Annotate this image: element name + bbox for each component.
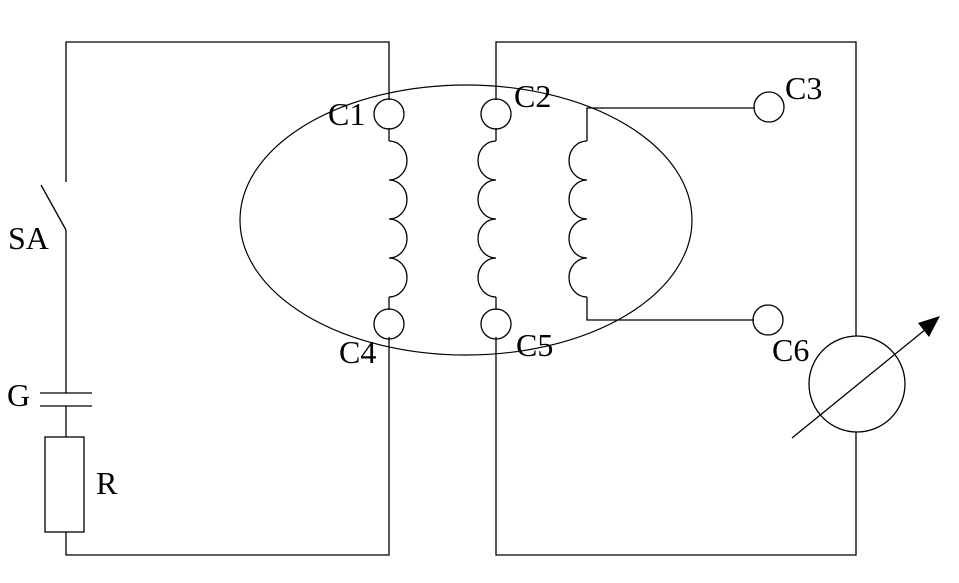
- right-loop-wire: [495, 337, 857, 556]
- label-c6: C6: [772, 332, 809, 368]
- label-g: G: [7, 377, 30, 413]
- label-c5: C5: [516, 327, 553, 363]
- meter-circle: [808, 335, 906, 433]
- left-circuit: [40, 41, 390, 556]
- label-c2: C2: [514, 78, 551, 114]
- terminal-c6: [752, 304, 784, 336]
- switch-sa: [40, 184, 67, 231]
- terminal-c5: [480, 308, 512, 340]
- coil-3: [568, 107, 755, 321]
- coil-2: [477, 128, 497, 310]
- coil-1: [388, 128, 408, 310]
- resistor-r: [44, 436, 85, 533]
- label-c4: C4: [339, 334, 376, 370]
- label-r: R: [96, 465, 118, 501]
- terminal-c4: [373, 308, 405, 340]
- meter-arrow-shaft: [791, 328, 927, 439]
- terminal-c1: [373, 98, 405, 130]
- right-top-wire: [495, 41, 857, 336]
- left-bottom-wire: [65, 337, 390, 556]
- meter-arrow-head-icon: [918, 316, 940, 337]
- left-top-wire: [65, 41, 390, 182]
- label-sa: SA: [8, 220, 49, 256]
- terminal-c2: [480, 98, 512, 130]
- terminal-c3: [753, 91, 785, 123]
- transformer-core-ellipse: [239, 84, 693, 356]
- label-c1: C1: [328, 96, 365, 132]
- right-circuit: [495, 41, 940, 556]
- label-c3: C3: [785, 70, 822, 106]
